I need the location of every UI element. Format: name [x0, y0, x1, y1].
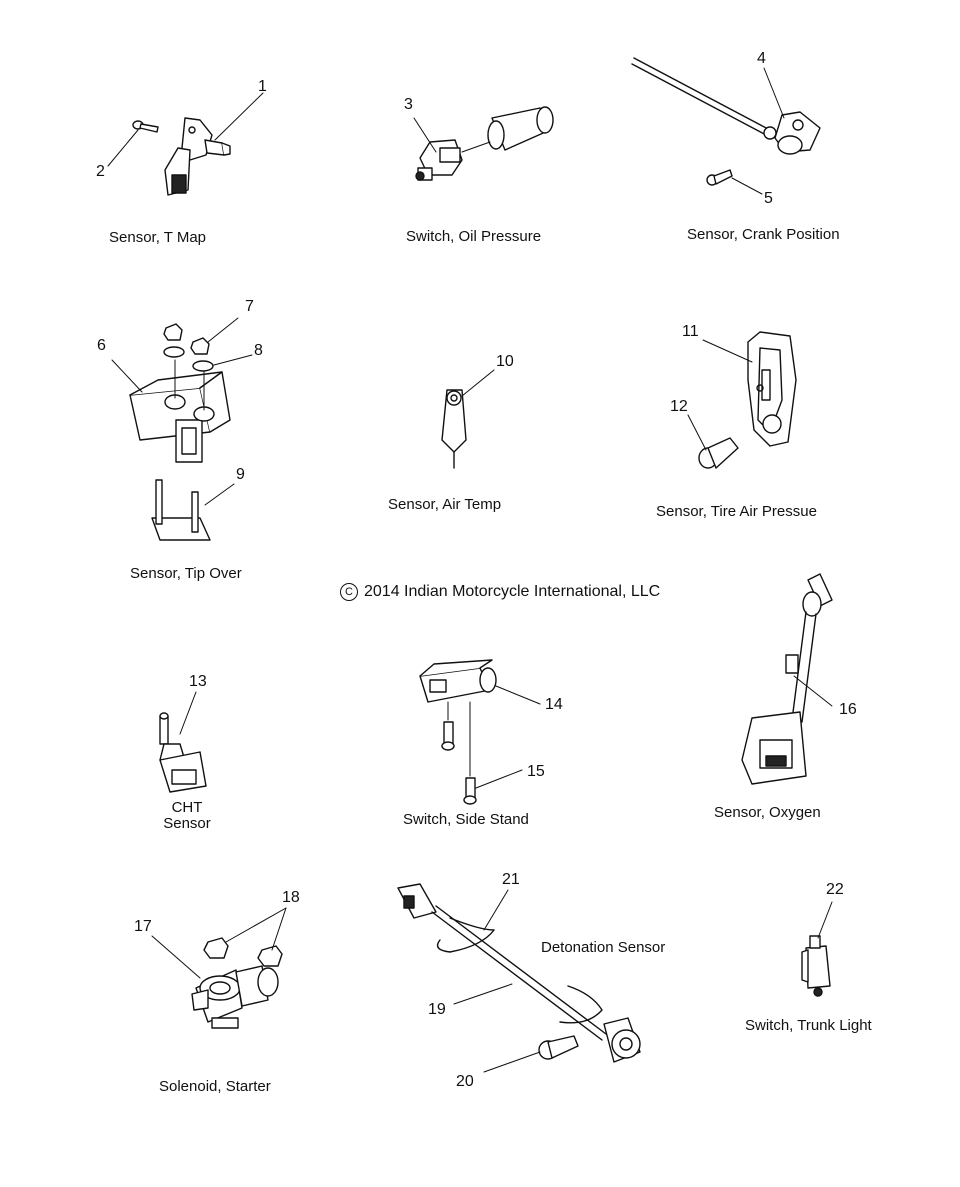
- copyright-notice: C 2014 Indian Motorcycle International, L…: [340, 583, 660, 601]
- leader-lines: [475, 685, 541, 789]
- leader-lines: [111, 317, 253, 506]
- callout-19: 19: [428, 1001, 446, 1018]
- copyright-text: 2014 Indian Motorcycle International, LL…: [364, 583, 661, 600]
- leader-lines: [731, 67, 785, 195]
- oxygen-sensor-part: [741, 573, 833, 785]
- callout-18: 18: [282, 889, 300, 906]
- callout-7: 7: [245, 298, 254, 315]
- callout-10: 10: [496, 353, 514, 370]
- label-cht-line1: CHT: [171, 799, 203, 816]
- oil-pressure-switch-part: [415, 106, 554, 181]
- label-oxygen: Sensor, Oxygen: [714, 804, 821, 821]
- tip-over-sensor-part: [129, 359, 231, 463]
- callout-16: 16: [839, 701, 857, 718]
- callout-4: 4: [757, 50, 766, 67]
- tip-over-bracket: [151, 479, 211, 541]
- leader-line: [793, 675, 833, 707]
- callout-17: 17: [134, 918, 152, 935]
- leader-line: [461, 369, 495, 397]
- callout-21: 21: [502, 871, 520, 888]
- label-oil-pressure: Switch, Oil Pressure: [406, 228, 542, 245]
- callout-11: 11: [682, 323, 699, 340]
- solenoid-nuts: [203, 937, 283, 967]
- copyright-symbol: C: [340, 583, 358, 601]
- label-starter: Solenoid, Starter: [159, 1078, 271, 1095]
- callout-9: 9: [236, 466, 245, 483]
- tire-air-sensor-part: [747, 331, 797, 447]
- label-tip-over: Sensor, Tip Over: [130, 565, 242, 582]
- leader-line: [817, 901, 833, 939]
- callout-13: 13: [189, 673, 207, 690]
- t-map-sensor-part: [164, 117, 231, 196]
- label-cht-line2: Sensor: [163, 815, 211, 832]
- callout-22: 22: [826, 881, 844, 898]
- crank-position-sensor-part: [631, 57, 821, 155]
- t-map-screw: [132, 120, 159, 133]
- callout-14: 14: [545, 696, 563, 713]
- side-stand-switch-part: [419, 659, 497, 703]
- label-tire-air: Sensor, Tire Air Pressue: [656, 503, 817, 520]
- starter-solenoid-part: [191, 965, 279, 1029]
- tire-air-screw: [698, 437, 739, 469]
- label-crank-position: Sensor, Crank Position: [687, 226, 840, 243]
- label-air-temp: Sensor, Air Temp: [388, 496, 502, 513]
- tip-over-nuts-washers: [163, 323, 214, 372]
- leader-line: [413, 117, 437, 153]
- crank-screw: [706, 169, 733, 186]
- label-t-map: Sensor, T Map: [109, 229, 207, 246]
- callout-1: 1: [258, 78, 267, 95]
- detonation-screw: [538, 1035, 579, 1060]
- cht-sensor-part: [159, 712, 207, 793]
- label-side-stand: Switch, Side Stand: [403, 811, 529, 828]
- callout-15: 15: [527, 763, 545, 780]
- side-stand-screws: [441, 701, 477, 805]
- leader-lines: [687, 339, 753, 451]
- callout-8: 8: [254, 342, 263, 359]
- label-detonation: Detonation Sensor: [541, 939, 666, 956]
- callout-2: 2: [96, 163, 105, 180]
- leader-lines: [453, 889, 541, 1073]
- detonation-sensor-part: [397, 883, 641, 1063]
- callout-6: 6: [97, 337, 106, 354]
- callout-20: 20: [456, 1073, 474, 1090]
- trunk-light-switch-part: [801, 935, 831, 997]
- leader-lines: [107, 92, 264, 167]
- air-temp-sensor-part: [441, 389, 467, 469]
- callout-5: 5: [764, 190, 773, 207]
- label-trunk-light: Switch, Trunk Light: [745, 1017, 872, 1034]
- callout-3: 3: [404, 96, 413, 113]
- leader-line: [179, 691, 197, 735]
- leader-lines: [151, 907, 287, 979]
- callout-12: 12: [670, 398, 688, 415]
